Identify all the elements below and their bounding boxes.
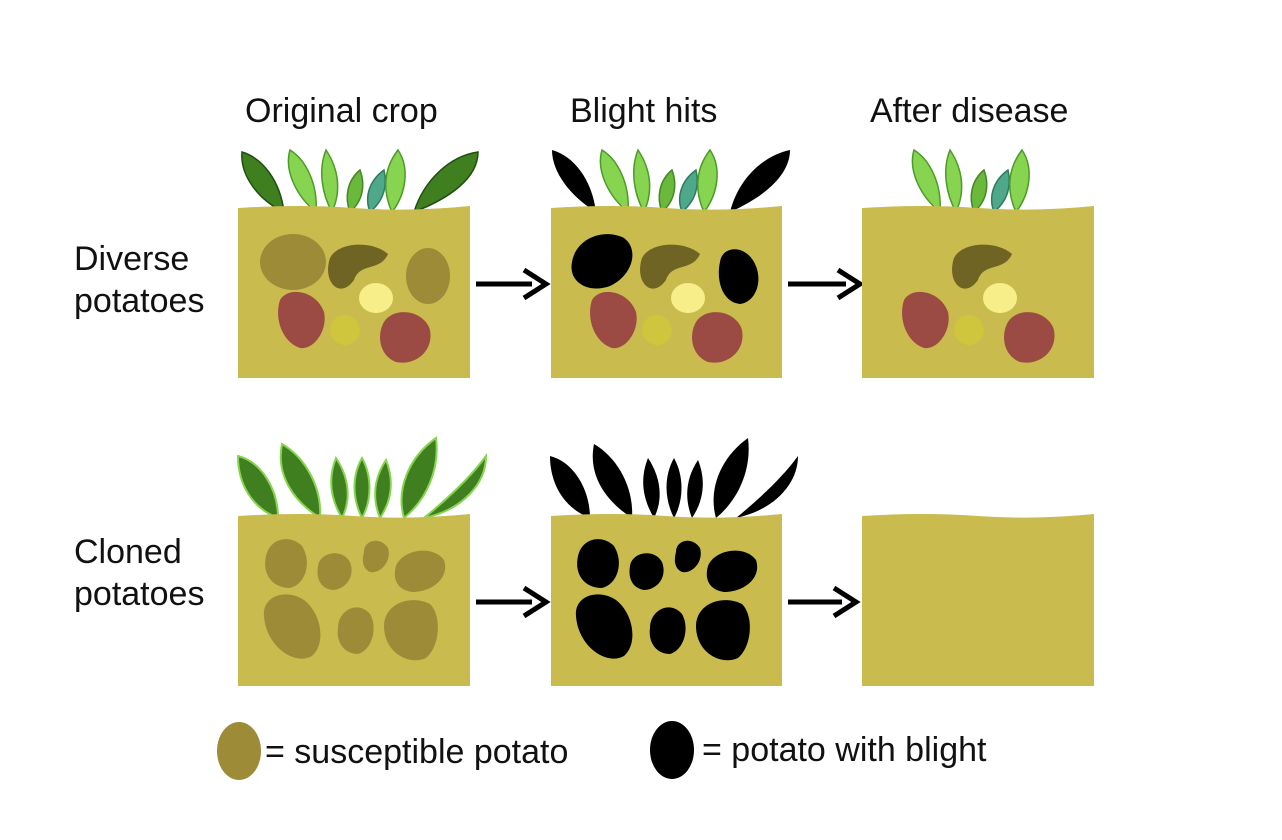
blighted-leaf-icon <box>713 438 749 518</box>
blighted-leaf-icon <box>592 444 633 518</box>
susceptible-potato <box>362 540 389 573</box>
blighted-leaf-icon <box>730 150 790 212</box>
cream-potato <box>359 283 393 313</box>
legend-susceptible-label: = susceptible potato <box>265 733 569 771</box>
row-label-cloned: Cloned potatoes <box>74 531 204 615</box>
blighted-potato <box>696 600 750 661</box>
red-potato <box>1004 312 1055 363</box>
blighted-leaf-icon <box>666 458 682 518</box>
panel-cloned-after <box>862 514 1094 686</box>
susceptible-potato <box>263 594 321 659</box>
column-header-blight-hits: Blight hits <box>570 92 718 130</box>
blighted-leaf-icon <box>736 456 798 518</box>
legend-susceptible-swatch <box>217 722 261 780</box>
row-label-cloned-line2: potatoes <box>74 575 205 613</box>
soil-block <box>862 206 1094 378</box>
blighted-potato <box>577 539 619 588</box>
leaf-icon <box>697 148 718 214</box>
red-potato <box>902 291 949 349</box>
soil-block <box>862 514 1094 686</box>
susceptible-potato <box>337 607 374 654</box>
red-potato <box>590 291 637 349</box>
cream-potato <box>983 283 1017 313</box>
leaf-icon <box>633 148 651 214</box>
leaf-icon <box>970 168 988 214</box>
leaf-icon <box>321 148 339 214</box>
arrow-icon <box>476 585 551 619</box>
leaves-diverse-blight <box>552 148 790 214</box>
blighted-leaf-icon <box>643 458 660 518</box>
leaf-icon <box>385 148 406 214</box>
leaf-icon <box>366 168 386 214</box>
red-potato <box>692 312 743 363</box>
blighted-potato <box>571 234 633 289</box>
blighted-potato <box>649 607 686 654</box>
susceptible-potato <box>406 248 450 304</box>
susceptible-potato <box>384 600 438 661</box>
panel-diverse-after <box>862 148 1094 378</box>
column-header-original-crop: Original crop <box>245 92 438 130</box>
blighted-potato <box>575 594 633 659</box>
leaves-diverse-after <box>911 148 1030 214</box>
panel-diverse-blight <box>551 148 790 378</box>
row-label-diverse-line1: Diverse <box>74 240 190 278</box>
red-potato <box>380 312 431 363</box>
legend-blight-label: = potato with blight <box>702 731 987 769</box>
leaf-icon <box>287 148 317 214</box>
panel-cloned-original <box>236 436 488 686</box>
leaves-cloned-blight <box>550 438 798 518</box>
dark-potato <box>328 244 388 289</box>
blighted-potato <box>674 540 701 573</box>
susceptible-potato <box>260 234 326 290</box>
red-potato <box>278 291 325 349</box>
leaf-icon <box>400 436 438 520</box>
leaf-icon <box>678 168 698 214</box>
leaf-icon <box>1009 148 1030 214</box>
legend-blight-swatch <box>650 721 694 779</box>
column-header-after-disease: After disease <box>870 92 1069 130</box>
leaf-icon <box>412 151 479 214</box>
leaf-icon <box>330 455 349 521</box>
arrow-icon <box>788 267 865 301</box>
leaf-icon <box>599 148 629 214</box>
blighted-potato <box>718 249 759 304</box>
leaves-diverse-original <box>241 148 479 214</box>
leaf-icon <box>241 151 285 214</box>
dark-potato <box>952 244 1012 289</box>
blighted-leaf-icon <box>550 456 590 518</box>
leaf-icon <box>990 168 1010 214</box>
susceptible-potato <box>265 539 307 588</box>
leaf-icon <box>945 148 963 214</box>
leaf-icon <box>374 457 392 521</box>
row-label-cloned-line1: Cloned <box>74 533 182 571</box>
cream-potato <box>671 283 705 313</box>
row-label-diverse: Diverse potatoes <box>74 238 204 322</box>
arrow-icon <box>476 267 551 301</box>
yellow-potato <box>330 315 360 345</box>
susceptible-potato <box>317 553 352 590</box>
leaf-icon <box>353 455 371 521</box>
leaf-icon <box>346 168 364 214</box>
leaf-icon <box>911 148 941 214</box>
leaves-cloned-original <box>236 436 488 521</box>
leaf-icon <box>658 168 676 214</box>
panel-diverse-original <box>238 148 479 378</box>
leaf-icon <box>279 442 322 520</box>
blighted-potato <box>706 550 758 592</box>
yellow-potato <box>954 315 984 345</box>
yellow-potato <box>642 315 672 345</box>
panel-cloned-blight <box>550 438 798 686</box>
blighted-leaf-icon <box>552 150 596 212</box>
leaf-icon <box>423 452 488 519</box>
arrow-icon <box>788 585 861 619</box>
row-label-diverse-line2: potatoes <box>74 282 205 320</box>
leaf-icon <box>236 454 280 520</box>
blighted-leaf-icon <box>687 460 703 518</box>
dark-potato <box>640 244 700 289</box>
blighted-potato <box>629 553 664 590</box>
susceptible-potato <box>394 550 446 592</box>
